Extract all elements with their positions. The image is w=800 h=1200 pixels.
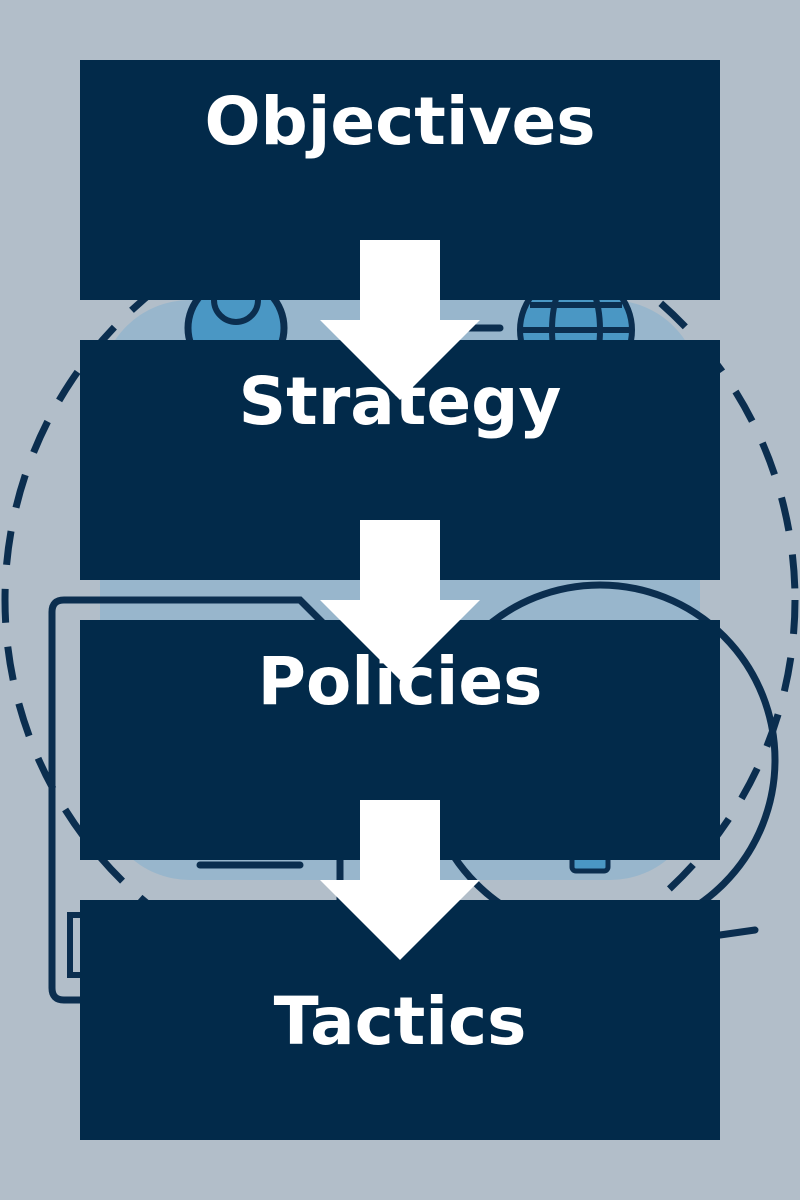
dash-mark xyxy=(716,926,759,939)
step-label-objectives: Objectives xyxy=(204,83,596,160)
document-icon xyxy=(48,596,344,1004)
step-label-tactics: Tactics xyxy=(273,983,527,1060)
down-arrow-icon xyxy=(320,520,480,680)
down-arrow-icon xyxy=(320,800,480,960)
down-arrow-icon xyxy=(320,240,480,400)
